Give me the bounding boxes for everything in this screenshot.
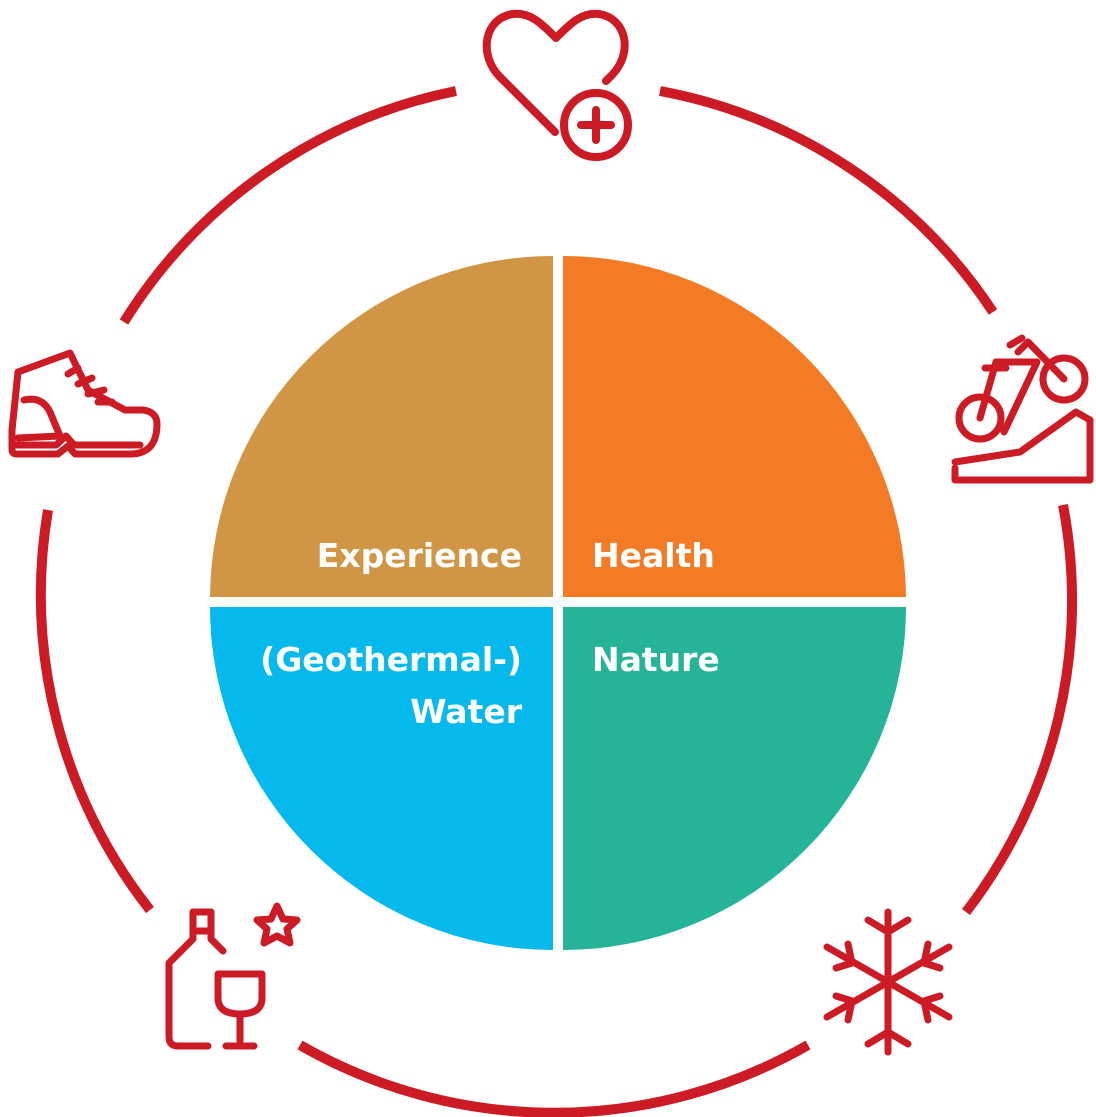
- hiking-boot-icon: [8, 349, 161, 458]
- ring-arc-bottom: [297, 1040, 811, 1117]
- label-water-line2: Water: [410, 692, 523, 731]
- snowflake-icon: [823, 908, 953, 1056]
- outer-ring: [35, 86, 1078, 1117]
- label-health: Health: [592, 536, 715, 575]
- quadrant-experience: [210, 256, 553, 597]
- ring-arc-left: [35, 509, 154, 914]
- mountain-bike-icon: [951, 334, 1094, 484]
- quadrant-nature: [563, 607, 906, 950]
- ring-arc-top-left: [119, 86, 457, 325]
- label-nature: Nature: [592, 640, 720, 679]
- label-experience: Experience: [317, 536, 522, 575]
- wine-bottle-star-icon: [165, 902, 301, 1050]
- quadrant-health: [563, 256, 906, 597]
- label-water-line1: (Geothermal-): [260, 640, 522, 679]
- quadrant-water: [210, 607, 553, 950]
- quadrant-circle: [210, 256, 906, 950]
- heart-medical-icon: [482, 9, 632, 161]
- ring-arc-top-right: [659, 86, 998, 315]
- ring-arc-right: [962, 504, 1078, 916]
